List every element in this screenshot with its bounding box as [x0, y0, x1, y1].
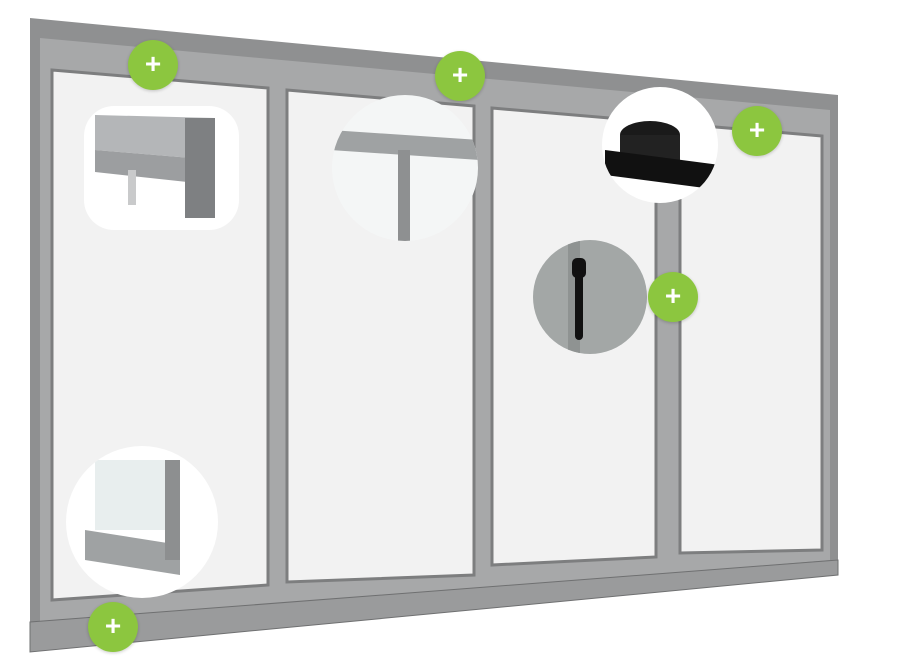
bottom-sill — [29, 559, 839, 653]
hotspot-top-center-frame[interactable]: + — [435, 51, 485, 101]
detail-bottom-profile — [66, 446, 218, 598]
detail-top-profile — [84, 106, 239, 230]
detail-top-rail — [332, 95, 478, 241]
hotspot-top-right-roller[interactable]: + — [732, 106, 782, 156]
detail-handle — [533, 240, 647, 354]
hotspot-bottom-frame[interactable]: + — [88, 602, 138, 652]
hotspot-top-left-frame[interactable]: + — [128, 40, 178, 90]
hotspot-handle[interactable]: + — [648, 272, 698, 322]
glass-panel-4 — [678, 122, 824, 555]
detail-roller — [602, 87, 718, 203]
